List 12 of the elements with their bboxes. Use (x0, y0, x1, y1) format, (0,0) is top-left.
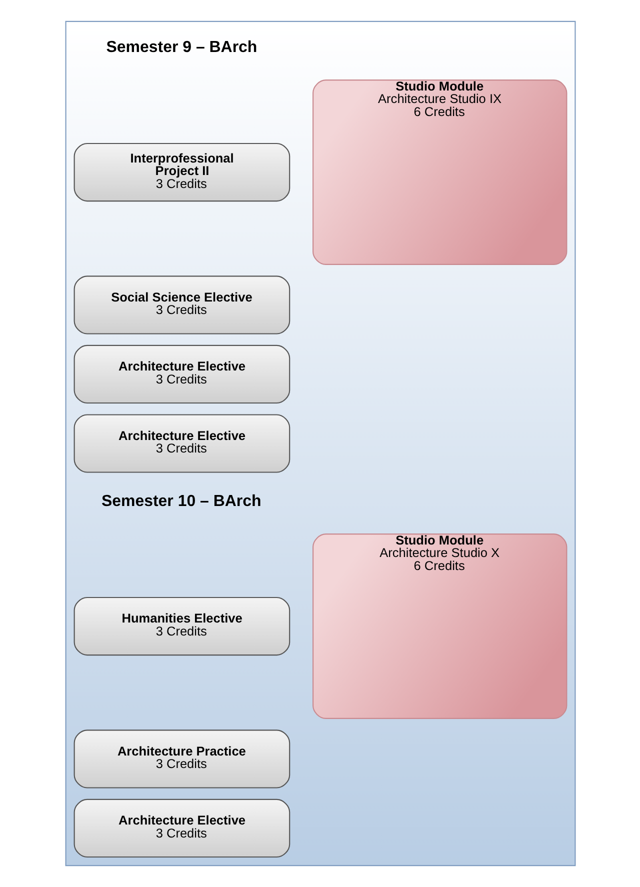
cluster (64, 20, 576, 866)
label: Semester 9 – BArch (106, 38, 257, 56)
node-box: Humanities Elective 3 Credits (73, 596, 290, 656)
node-box: Social Science Elective 3 Credits (73, 276, 290, 334)
node-box: Studio Module Architecture Studio X 6 Credits (312, 534, 567, 719)
label: Semester 10 – BArch (100, 492, 261, 510)
node-box: Architecture Practice 3 Credits (73, 730, 290, 788)
node-box: Architecture Elective 3 Credits (73, 798, 290, 858)
node-box: Architecture Elective 3 Credits (73, 414, 290, 473)
node-box: Architecture Elective 3 Credits (73, 344, 290, 404)
node-box: Studio Module Architecture Studio IX 6 Credits (312, 80, 567, 265)
node-box: Interprofessional Project II 3 Credits (73, 142, 290, 202)
